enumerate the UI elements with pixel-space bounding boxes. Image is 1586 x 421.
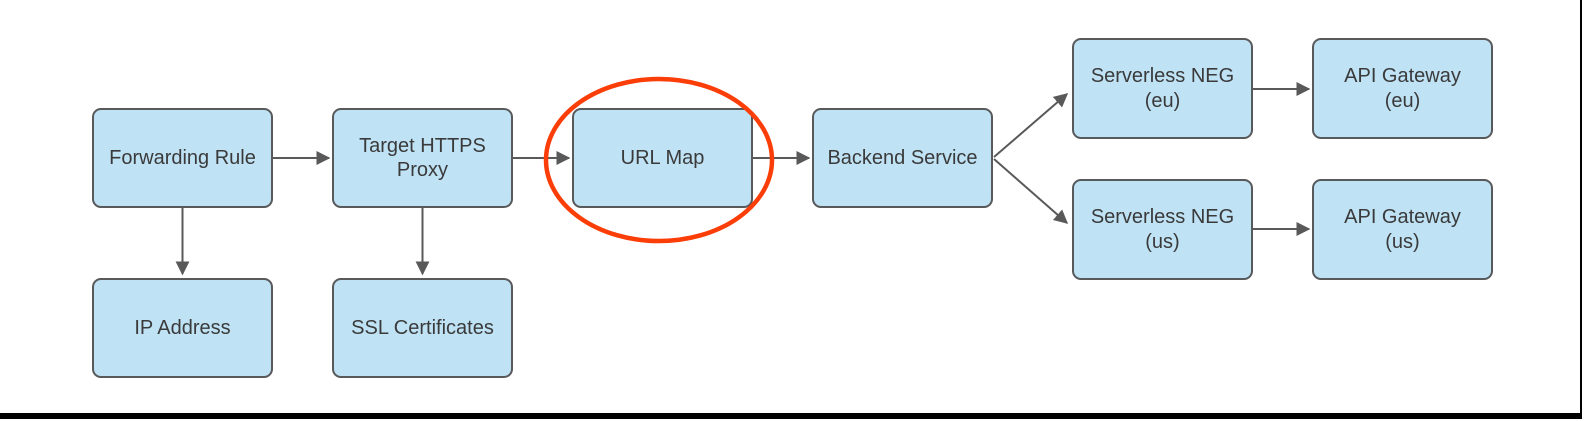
- node-api-gateway-eu: API Gateway (eu): [1312, 38, 1493, 139]
- node-serverless-neg-us: Serverless NEG (us): [1072, 179, 1253, 280]
- node-forwarding-rule: Forwarding Rule: [92, 108, 273, 208]
- edge-backend-service-to-serverless-neg-eu: [993, 93, 1069, 158]
- node-backend-service: Backend Service: [812, 108, 993, 208]
- node-ssl-certificates: SSL Certificates: [332, 278, 513, 378]
- node-api-gateway-us: API Gateway (us): [1312, 179, 1493, 280]
- frame-bottom-line: [0, 413, 1582, 419]
- node-serverless-neg-eu: Serverless NEG (eu): [1072, 38, 1253, 139]
- edge-backend-service-to-serverless-neg-us: [993, 158, 1069, 224]
- frame-right-line: [1580, 0, 1582, 419]
- node-url-map: URL Map: [572, 108, 753, 208]
- node-target-https-proxy: Target HTTPS Proxy: [332, 108, 513, 208]
- node-ip-address: IP Address: [92, 278, 273, 378]
